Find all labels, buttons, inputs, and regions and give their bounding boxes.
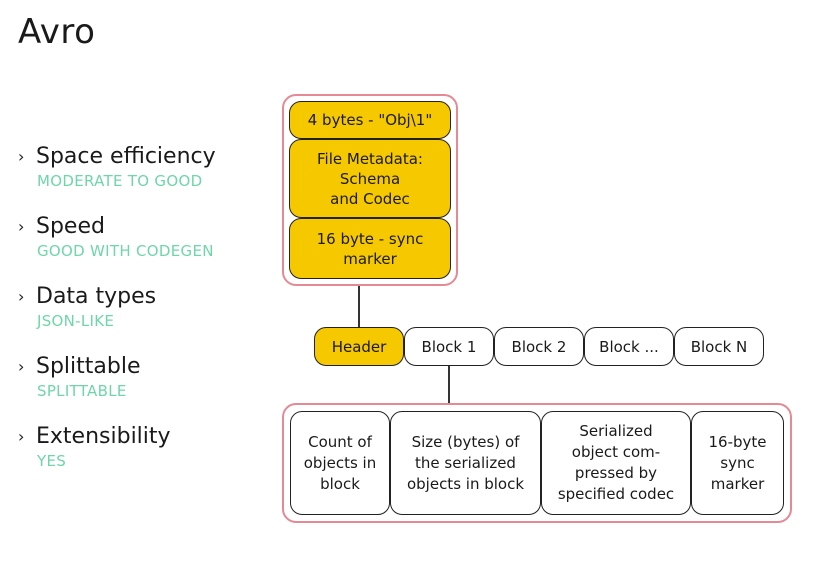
feature-data-types: › Data types JSON-LIKE <box>18 280 268 350</box>
slide-title: Avro <box>18 12 96 52</box>
chevron-right-icon: › <box>18 286 25 306</box>
feature-value: JSON-LIKE <box>37 312 115 330</box>
feature-name: Space efficiency <box>36 143 216 169</box>
feature-space-efficiency: › Space efficiency MODERATE TO GOOD <box>18 140 268 210</box>
object-count-box: Count of objects in block <box>290 411 390 515</box>
object-count-label: Count of objects in block <box>303 432 377 493</box>
serialized-objects-box: Serialized object com- pressed by specif… <box>541 411 691 515</box>
magic-bytes-label: 4 bytes - "Obj\1" <box>307 111 433 129</box>
serialized-size-box: Size (bytes) of the serialized objects i… <box>390 411 541 515</box>
block-header: Header <box>314 327 404 366</box>
chevron-right-icon: › <box>18 216 25 236</box>
block-detail-outline <box>282 403 792 523</box>
feature-name: Extensibility <box>36 423 171 449</box>
block-label: Block 1 <box>421 337 477 356</box>
magic-bytes-box: 4 bytes - "Obj\1" <box>289 101 451 139</box>
block-1: Block 1 <box>404 327 494 366</box>
feature-splittable: › Splittable SPLITTABLE <box>18 350 268 420</box>
chevron-right-icon: › <box>18 146 25 166</box>
chevron-right-icon: › <box>18 426 25 446</box>
feature-speed: › Speed GOOD WITH CODEGEN <box>18 210 268 280</box>
header-sync-marker-box: 16 byte - sync marker <box>289 218 451 279</box>
feature-value: YES <box>37 452 67 470</box>
feature-value: SPLITTABLE <box>37 382 127 400</box>
block-sync-marker-box: 16-byte sync marker <box>691 411 784 515</box>
serialized-objects-label: Serialized object com- pressed by specif… <box>557 422 675 503</box>
file-metadata-label: File Metadata: Schema and Codec <box>317 149 423 208</box>
block-ellipsis: Block ... <box>584 327 674 366</box>
feature-extensibility: › Extensibility YES <box>18 420 268 490</box>
feature-name: Data types <box>36 283 157 309</box>
block-label: Block ... <box>599 337 659 356</box>
chevron-right-icon: › <box>18 356 25 376</box>
header-sync-marker-label: 16 byte - sync marker <box>316 229 424 268</box>
feature-value: GOOD WITH CODEGEN <box>37 242 214 260</box>
block-label: Block N <box>690 337 748 356</box>
feature-value: MODERATE TO GOOD <box>37 172 203 190</box>
block-sync-marker-label: 16-byte sync marker <box>708 432 767 493</box>
block-label: Header <box>331 337 387 356</box>
header-detail-outline <box>282 94 458 286</box>
block-connector-line <box>448 366 450 403</box>
block-2: Block 2 <box>494 327 584 366</box>
file-metadata-box: File Metadata: Schema and Codec <box>289 139 451 218</box>
feature-name: Speed <box>36 213 105 239</box>
header-connector-line <box>358 286 360 327</box>
feature-list: › Space efficiency MODERATE TO GOOD › Sp… <box>18 140 268 490</box>
block-n: Block N <box>674 327 764 366</box>
serialized-size-label: Size (bytes) of the serialized objects i… <box>406 432 525 493</box>
block-label: Block 2 <box>511 337 567 356</box>
feature-name: Splittable <box>36 353 141 379</box>
